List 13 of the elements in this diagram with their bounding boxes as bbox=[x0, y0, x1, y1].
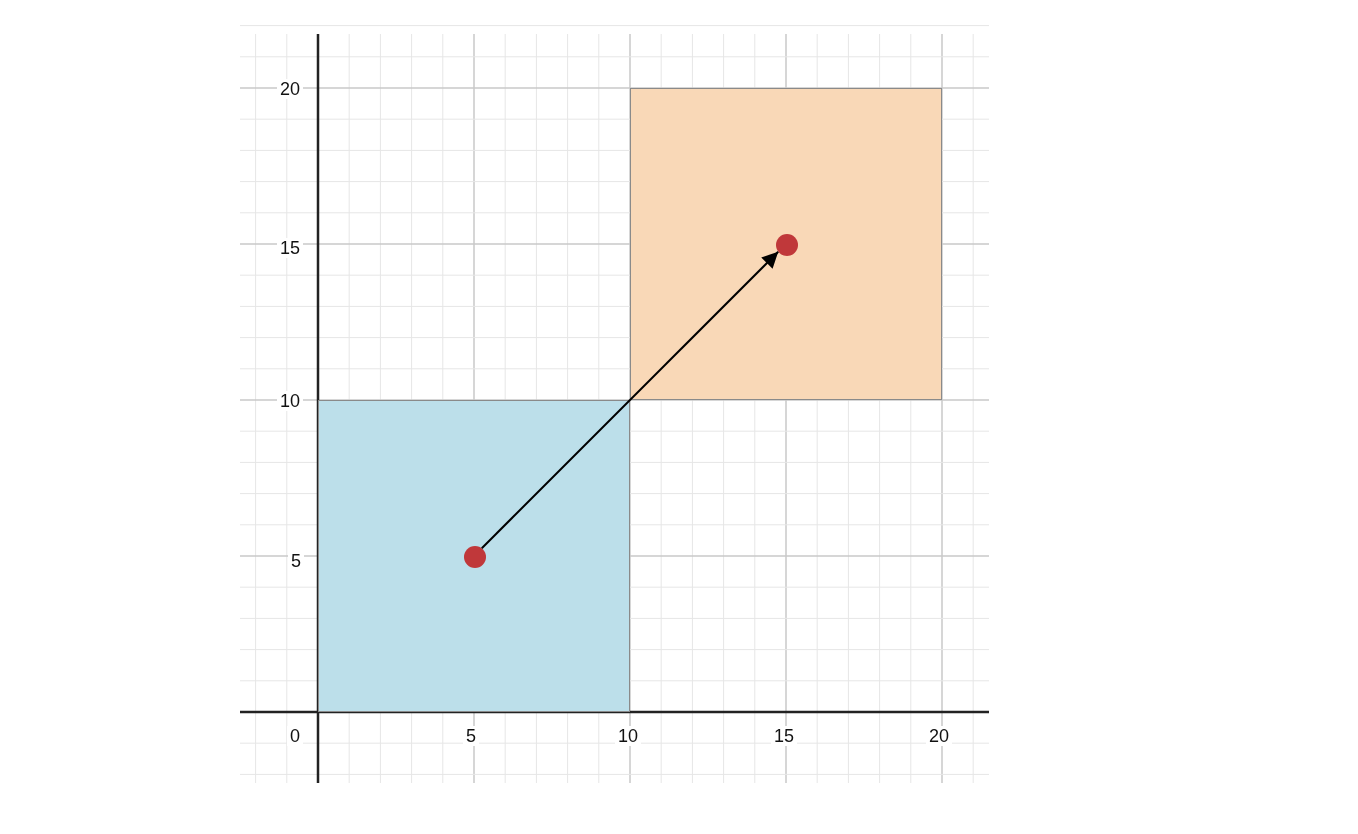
point-dot bbox=[464, 546, 486, 568]
arrow bbox=[480, 250, 780, 550]
tick-label: 10 bbox=[615, 726, 642, 746]
tick-label: 10 bbox=[277, 391, 304, 411]
point-dot bbox=[776, 234, 798, 256]
tick-label: 20 bbox=[277, 79, 304, 99]
tick-label: 15 bbox=[277, 238, 304, 258]
tick-label: 15 bbox=[771, 726, 798, 746]
tick-label: 5 bbox=[463, 726, 479, 746]
square-region bbox=[630, 88, 942, 400]
tick-label: 0 bbox=[287, 726, 303, 746]
tick-label: 20 bbox=[926, 726, 953, 746]
square-region bbox=[318, 400, 630, 712]
